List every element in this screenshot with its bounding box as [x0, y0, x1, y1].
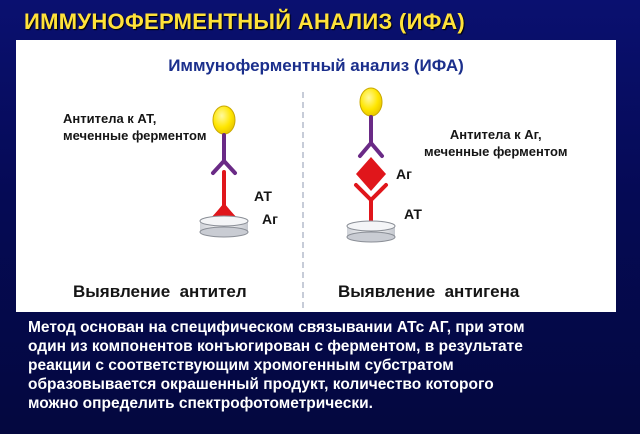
right-label-at: АТ — [404, 206, 422, 222]
left-label-at: АТ — [254, 188, 272, 204]
solid-phase-left — [199, 215, 249, 238]
left-assay — [199, 105, 249, 238]
right-labeled-line2: меченные ферментом — [424, 144, 568, 159]
description-line: Метод основан на специфическом связывани… — [28, 319, 525, 336]
description-line: один из компонентов конъюгирован с ферме… — [28, 338, 523, 355]
description-line: можно определить спектрофотометрически. — [28, 395, 373, 412]
slide-title: ИММУНОФЕРМЕНТНЫЙ АНАЛИЗ (ИФА) — [24, 9, 466, 34]
description-line: образовывается окрашенный продукт, колич… — [28, 376, 494, 393]
antigen-ag-right — [356, 157, 386, 191]
right-caption: Выявление антигена — [338, 282, 520, 301]
antibody-at-right — [354, 183, 388, 228]
left-labeled-line2: меченные ферментом — [63, 128, 207, 143]
enzyme-marker-right — [359, 87, 383, 117]
left-labeled-line1: Антитела к АТ, — [63, 111, 157, 126]
panel-title: Иммуноферментный анализ (ИФА) — [168, 56, 464, 75]
right-assay — [346, 87, 396, 243]
diagram-panel: Иммуноферментный анализ (ИФА) — [16, 40, 616, 312]
left-label-ag: Аг — [262, 211, 278, 227]
method-description: Метод основан на специфическом связывани… — [28, 318, 628, 413]
labeled-antibody-right — [358, 115, 384, 158]
left-caption: Выявление антител — [73, 282, 247, 301]
right-label-ag: Аг — [396, 166, 412, 182]
enzyme-marker-left — [212, 105, 236, 135]
left-labeled-antibody-text: Антитела к АТ, меченные ферментом — [63, 110, 206, 144]
right-labeled-line1: Антитела к Аг, — [449, 127, 542, 142]
panel-divider — [302, 92, 305, 308]
labeled-antibody-left — [211, 133, 237, 175]
right-labeled-antibody-text: Антитела к Аг, меченные ферментом — [424, 126, 567, 160]
elisa-diagram — [199, 87, 396, 243]
solid-phase-right — [346, 220, 396, 243]
description-line: реакции с соответствующим хромогенным су… — [28, 357, 454, 374]
